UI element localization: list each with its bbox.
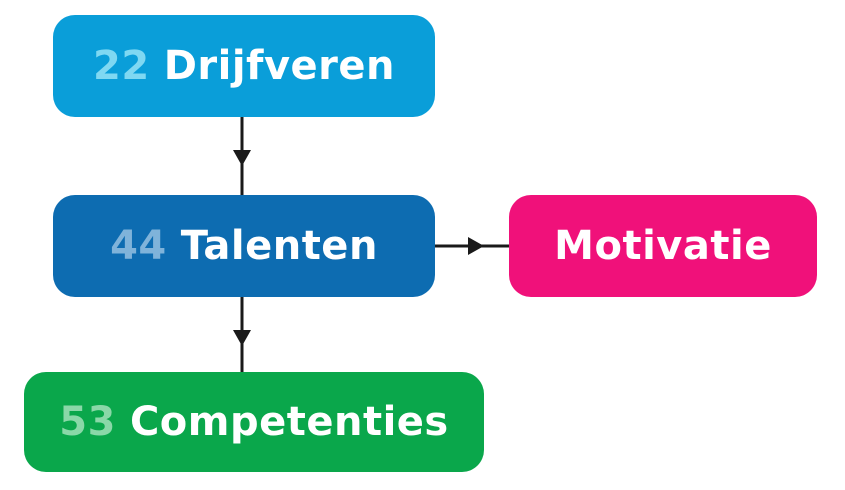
node-motivatie: Motivatie	[509, 195, 817, 297]
node-competenties-number: 53	[59, 399, 116, 445]
arrowhead-talenten-motivatie	[468, 237, 484, 255]
node-drijfveren-label: Drijfveren	[163, 43, 395, 89]
node-motivatie-label: Motivatie	[554, 223, 772, 269]
node-competenties-label: Competenties	[129, 399, 449, 445]
node-drijfveren-number: 22	[93, 43, 150, 89]
node-competenties: 53 Competenties	[24, 372, 484, 472]
node-talenten-number: 44	[110, 223, 167, 269]
arrowhead-drijfveren-talenten	[233, 150, 251, 166]
arrowhead-talenten-competenties	[233, 330, 251, 346]
node-talenten-label: Talenten	[180, 223, 378, 269]
node-talenten: 44 Talenten	[53, 195, 435, 297]
node-drijfveren: 22 Drijfveren	[53, 15, 435, 117]
